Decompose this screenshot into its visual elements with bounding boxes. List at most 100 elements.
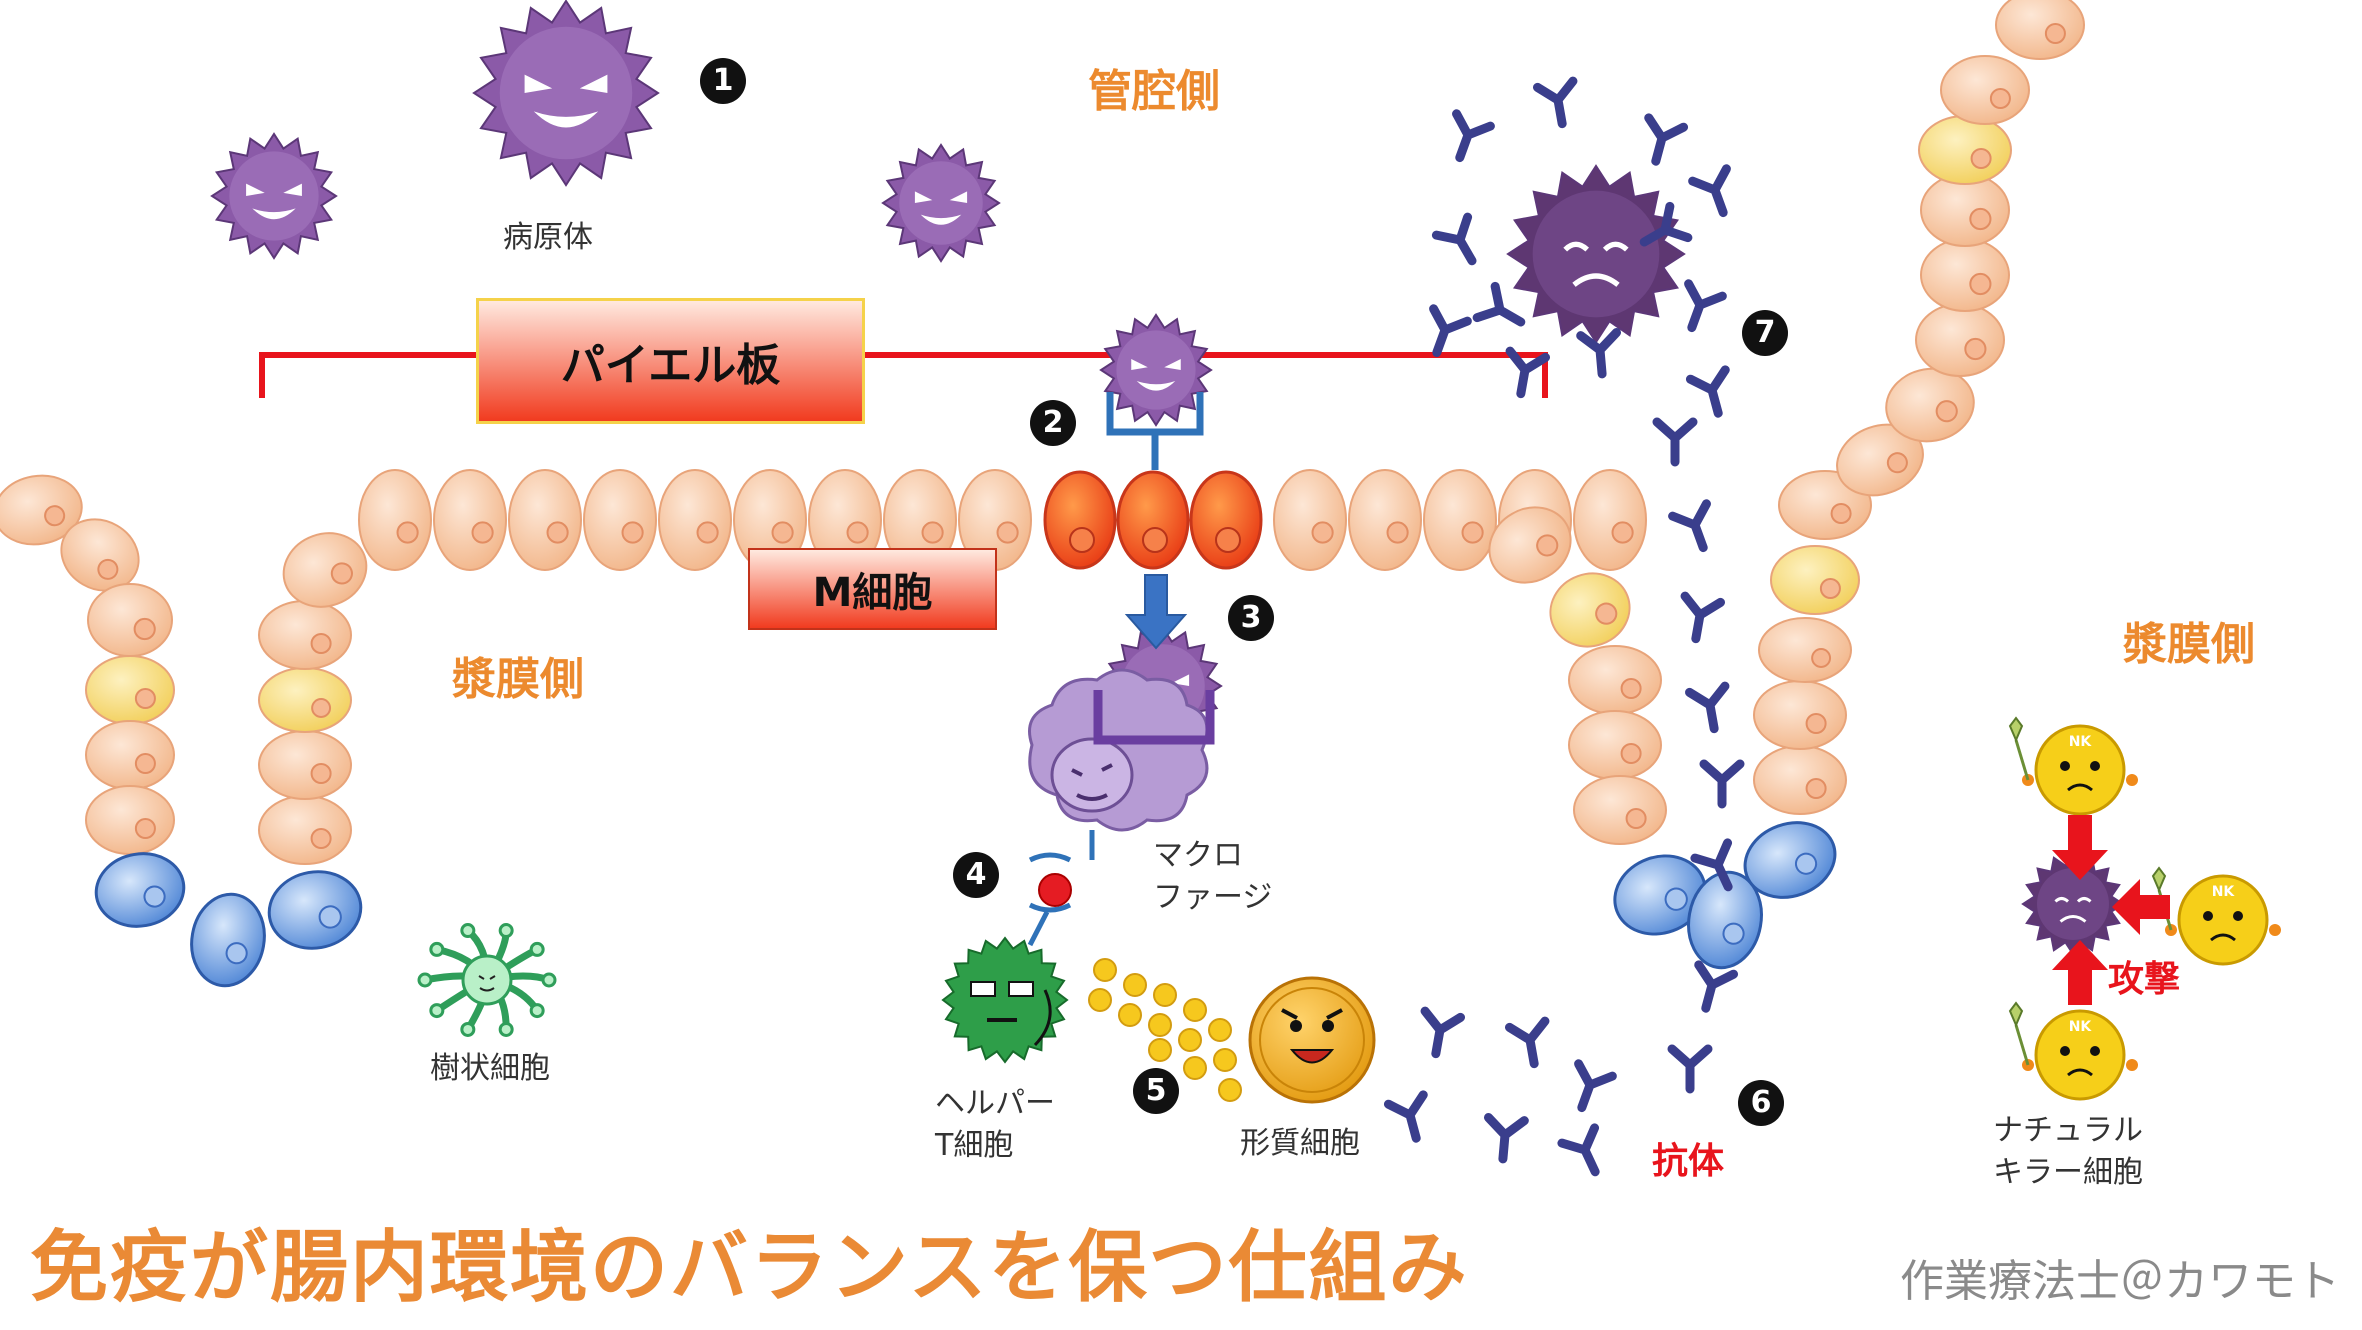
cytokine-dot: [1123, 973, 1147, 997]
cytokine-dot: [1183, 1056, 1207, 1080]
macrophage-receptor: [1093, 690, 1215, 745]
m-cell-receptor: [1106, 392, 1204, 470]
cytokine-dot: [1148, 1013, 1172, 1037]
epithelial-cell: [1753, 680, 1847, 750]
pathogen-sad-icon: [1506, 164, 1686, 344]
antibody-icon: [1680, 591, 1726, 644]
step-6-badge: 6: [1738, 1080, 1784, 1126]
helper-t-label-1: ヘルパー: [935, 1086, 1055, 1121]
nk-label-2: キラー細胞: [1993, 1155, 2143, 1190]
antibody-icon: [1667, 1044, 1713, 1094]
epithelial-cell: [85, 720, 175, 790]
epithelial-cell: [508, 469, 582, 571]
antibody-icon: [1429, 304, 1472, 358]
antibody-icon: [1694, 960, 1739, 1013]
arrow-down-icon: [1124, 574, 1188, 650]
nk-badge-text: NK: [2212, 884, 2236, 900]
epithelial-cell: [1273, 469, 1347, 571]
antibody-icon: [1699, 759, 1745, 809]
antibody-icon: [1420, 1006, 1466, 1059]
cytokine-dot: [1213, 1048, 1237, 1072]
epithelial-cell: [1488, 506, 1572, 584]
antibody-icon: [1532, 76, 1578, 129]
peyer-patch-box: パイエル板: [476, 298, 865, 424]
pathogen-large-icon: [472, 0, 660, 187]
epithelium-layer: [0, 0, 2085, 988]
antibody-icon: [1688, 164, 1731, 218]
epithelial-cell: [1753, 745, 1847, 815]
epithelial-cell: [87, 583, 173, 657]
epithelial-cell: [1568, 645, 1662, 715]
epithelial-cell: [733, 469, 807, 571]
epithelial-cell: [1549, 572, 1631, 648]
antibody-icon: [1557, 1123, 1600, 1177]
m-cell-1: [1043, 470, 1117, 570]
macrophage-label-1: マクロ: [1153, 838, 1243, 873]
epithelial-cell: [1758, 617, 1852, 683]
epithelial-cell: [85, 655, 175, 725]
mhc-bracket: [1028, 852, 1072, 913]
attack-label: 攻撃: [2108, 959, 2181, 1000]
step-3-badge: 3: [1228, 595, 1274, 641]
antibody-icon: [1472, 281, 1526, 327]
serosa-side-label-right: 漿膜側: [2123, 619, 2255, 670]
epithelial-cell: [358, 469, 432, 571]
step-5-badge: 5: [1133, 1068, 1179, 1114]
antibody-icon: [1431, 212, 1477, 266]
tcr-stalk: [1027, 910, 1050, 947]
page-title: 免疫が腸内環境のバランスを保つ仕組み: [30, 1223, 1469, 1313]
goblet-cell: [190, 892, 266, 988]
antibody-icon: [1684, 279, 1727, 333]
epithelial-cell: [1568, 710, 1662, 780]
nk-cell-icon: NK: [2151, 866, 2281, 966]
cytokine-dots: [1088, 958, 1242, 1102]
cytokine-dot: [1208, 1018, 1232, 1042]
antibody-icon: [1684, 681, 1730, 734]
epithelial-cell: [258, 730, 352, 800]
pathogen-small-left-icon: [210, 132, 338, 260]
antibody-icon: [1690, 838, 1733, 892]
pathogen-label: 病原体: [503, 220, 593, 255]
nk-badge-text: NK: [2069, 734, 2093, 750]
goblet-cell: [1687, 870, 1763, 970]
antibody-icon: [1504, 1016, 1550, 1069]
cytokine-dot: [1183, 998, 1207, 1022]
pathogen-attacked-icon: [2021, 852, 2125, 956]
antibody-icon: [1505, 346, 1551, 399]
dendritic-cell-label: 樹状細胞: [430, 1051, 550, 1086]
m-cell-box: M細胞: [748, 548, 997, 630]
antibody-icon: [1652, 417, 1698, 467]
nk-cell-icon: NK: [2008, 1001, 2138, 1101]
cytokine-dot: [1148, 1038, 1172, 1062]
epithelial-cell: [583, 469, 657, 571]
epithelial-cell: [1940, 55, 2030, 125]
epithelial-cell: [60, 518, 140, 592]
goblet-cell: [94, 852, 186, 928]
epithelial-cell: [1423, 469, 1497, 571]
epithelial-cell: [282, 532, 368, 608]
antibody-icon: [1452, 109, 1495, 163]
epithelial-cell: [433, 469, 507, 571]
epithelial-cell: [658, 469, 732, 571]
cytokine-dot: [1093, 958, 1117, 982]
goblet-cell: [1613, 854, 1707, 936]
pathogen-small-right-icon: [881, 143, 1001, 263]
antibody-icon: [1685, 365, 1730, 418]
macrophage-icon: [1028, 668, 1209, 832]
antibody-icon: [1383, 1090, 1428, 1143]
antibody-icon: [1576, 327, 1622, 379]
helper-t-cell-icon: [941, 936, 1069, 1064]
epithelial-cell: [0, 474, 83, 546]
plasma-cell-icon: [1248, 976, 1376, 1104]
m-cell-3: [1189, 470, 1263, 570]
plasma-cell-label: 形質細胞: [1240, 1126, 1360, 1161]
nk-badge-text: NK: [2069, 1019, 2093, 1035]
step-4-badge: 4: [953, 852, 999, 898]
cytokine-dot: [1118, 1003, 1142, 1027]
antigen-dot: [1038, 873, 1072, 907]
epithelial-cell: [1770, 545, 1860, 615]
epithelial-cell: [1885, 367, 1975, 443]
pathogen-bound-m-cell-icon: [1099, 313, 1213, 427]
attack-arrow-icon: [2052, 815, 2170, 1005]
